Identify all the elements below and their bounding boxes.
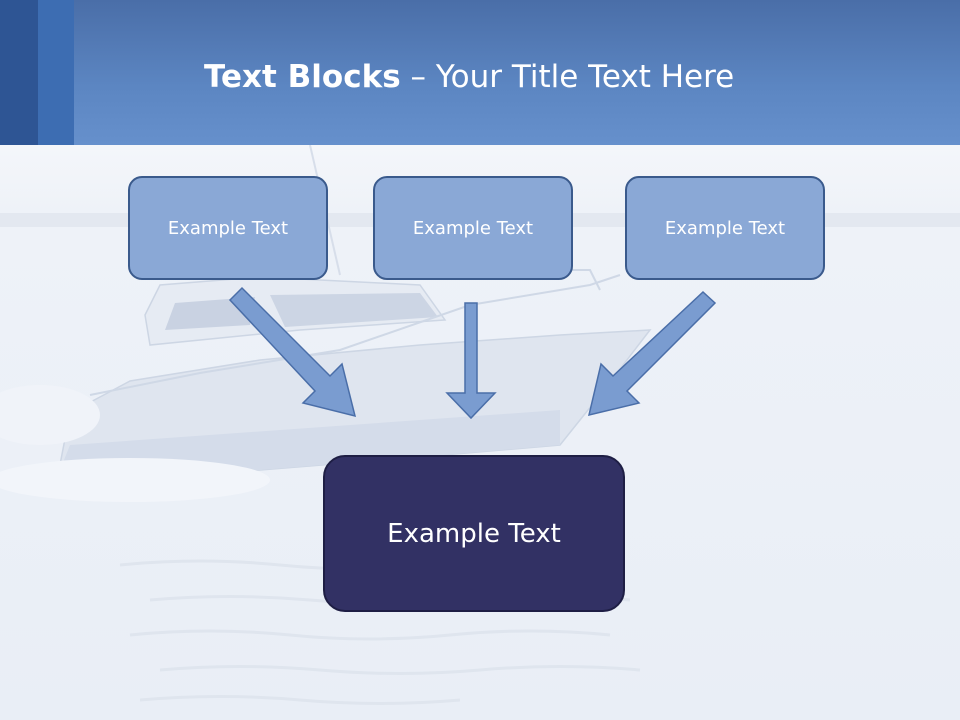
text-block-3[interactable]: Example Text	[625, 176, 825, 280]
text-block-label: Example Text	[167, 217, 289, 239]
text-block-label: Example Text	[664, 217, 786, 239]
text-block-label: Example Text	[412, 217, 534, 239]
header-accent-stripe	[0, 0, 38, 145]
header-accent-stripe	[38, 0, 74, 145]
slide-title: Text Blocks – Your Title Text Here	[204, 55, 734, 99]
title-rest: – Your Title Text Here	[400, 59, 735, 95]
main-text-block-label: Example Text	[387, 518, 561, 549]
title-bold: Text Blocks	[204, 59, 401, 95]
text-block-2[interactable]: Example Text	[373, 176, 573, 280]
text-block-1[interactable]: Example Text	[128, 176, 328, 280]
main-text-block[interactable]: Example Text	[323, 455, 625, 612]
title-bar	[0, 0, 960, 145]
